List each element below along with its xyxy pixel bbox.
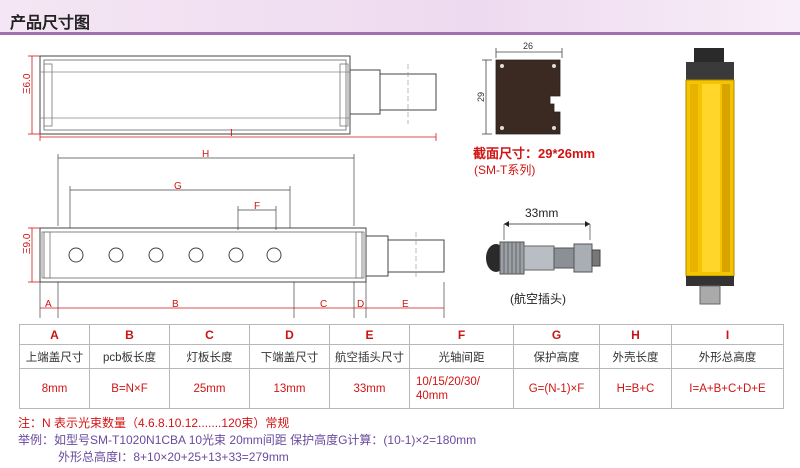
col-value: B=N×F [89, 368, 170, 409]
aviation-connector-image [478, 218, 608, 290]
col-letter: A [19, 324, 90, 345]
table-row-letters: A B C D E F G H I [19, 324, 784, 345]
col-letter: E [329, 324, 410, 345]
spec-table: A B C D E F G H I 上端盖尺寸 pcb板长度 灯板长度 下端盖尺… [19, 324, 784, 409]
connector-dimension: 33mm [525, 206, 559, 220]
col-value: G=(N-1)×F [513, 368, 600, 409]
col-letter: I [671, 324, 784, 345]
col-value: 8mm [19, 368, 90, 409]
note-total-height: 外形总高度I：8+10×20+25+13+33=279mm [58, 450, 289, 464]
col-name: 航空插头尺寸 [329, 344, 410, 369]
col-letter: F [409, 324, 514, 345]
col-letter: D [249, 324, 330, 345]
dim-c-label: C [320, 299, 327, 310]
col-name: 灯板长度 [169, 344, 250, 369]
front-view-drawing: H G F Ξ9.0 A B C D E [18, 150, 448, 320]
col-letter: B [89, 324, 170, 345]
table-row-values: 8mm B=N×F 25mm 13mm 33mm 10/15/20/30/ 40… [19, 368, 784, 409]
product-photo [676, 44, 756, 308]
section-header: 产品尺寸图 [0, 0, 800, 35]
col-value: H=B+C [599, 368, 672, 409]
col-letter: C [169, 324, 250, 345]
col-value: 13mm [249, 368, 330, 409]
table-row-names: 上端盖尺寸 pcb板长度 灯板长度 下端盖尺寸 航空插头尺寸 光轴间距 保护高度… [19, 344, 784, 369]
header-divider [0, 32, 800, 35]
top-view-total-label: I [230, 128, 233, 139]
dim-e-label: E [402, 299, 409, 310]
dim-d-label: D [357, 299, 364, 310]
front-height-label: Ξ9.0 [22, 233, 33, 254]
dim-g-label: G [174, 181, 182, 192]
dim-a-label: A [45, 299, 52, 310]
col-value: 25mm [169, 368, 250, 409]
cross-section-diagram: 26 29 [470, 40, 580, 140]
top-view-drawing: I Ξ6.0 [18, 44, 448, 144]
col-name: 外壳长度 [599, 344, 672, 369]
dim-f-label: F [254, 201, 260, 212]
section-title: 产品尺寸图 [10, 15, 91, 32]
col-letter: H [599, 324, 672, 345]
col-value: I=A+B+C+D+E [671, 368, 784, 409]
col-name: 上端盖尺寸 [19, 344, 90, 369]
dim-h-label: H [202, 150, 209, 160]
note-example: 举例：如型号SM-T1020N1CBA 10光束 20mm间距 保护高度G计算：… [18, 433, 477, 447]
face-width-label: 26 [523, 41, 533, 51]
col-name: pcb板长度 [89, 344, 170, 369]
col-letter: G [513, 324, 600, 345]
col-name: 保护高度 [513, 344, 600, 369]
note-beam-count: 注：N 表示光束数量（4.6.8.10.12.......120束）常规 [18, 416, 290, 430]
face-height-label: 29 [476, 92, 486, 102]
top-view-width-label: Ξ6.0 [22, 73, 33, 94]
series-text: (SM-T系列) [474, 163, 536, 177]
dim-b-label: B [172, 299, 179, 310]
section-size-text: 截面尺寸：29*26mm [473, 146, 596, 161]
col-name: 光轴间距 [409, 344, 514, 369]
col-name: 下端盖尺寸 [249, 344, 330, 369]
col-name: 外形总高度 [671, 344, 784, 369]
col-value: 33mm [329, 368, 410, 409]
connector-caption: (航空插头) [510, 292, 566, 306]
col-value: 10/15/20/30/ 40mm [409, 368, 514, 409]
